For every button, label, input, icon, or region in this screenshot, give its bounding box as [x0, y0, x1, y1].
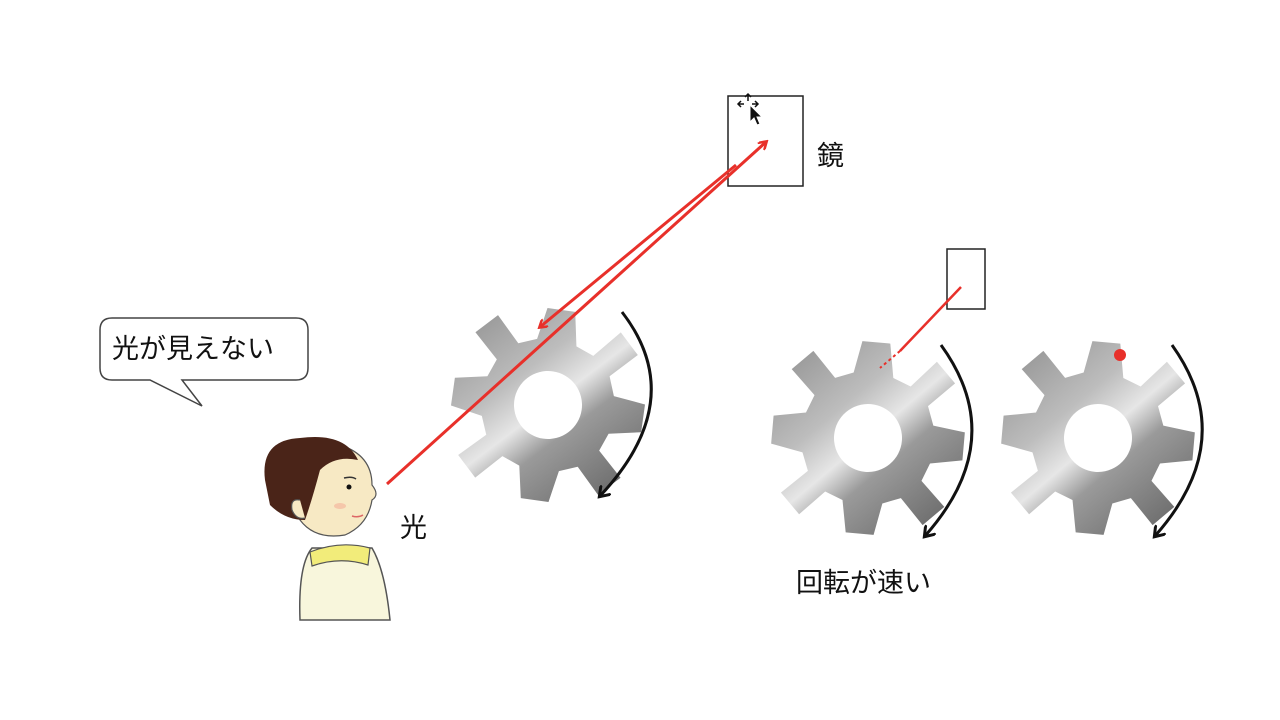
rotation-arrow-icon [1155, 344, 1204, 536]
light-ray-returning [540, 163, 737, 327]
gear-right [993, 333, 1203, 543]
light-label: 光 [400, 513, 427, 544]
speech-bubble [99, 317, 309, 407]
mirror-box[interactable] [727, 95, 804, 187]
gear-middle [763, 333, 973, 543]
fast-rotation-label: 回転が速い [796, 568, 931, 599]
mirror-label: 鏡 [817, 141, 844, 172]
rotation-arrow-icon [925, 344, 974, 536]
person-illustration [264, 436, 391, 621]
rotation-arrow-icon [600, 311, 653, 496]
light-ray-outgoing [385, 142, 766, 486]
gear-left [439, 296, 657, 514]
move-cursor-icon [736, 92, 764, 126]
speech-bubble-text: 光が見えない [112, 334, 274, 365]
light-spot [1114, 349, 1126, 361]
light-ray-blocked [879, 350, 901, 369]
light-ray-right [899, 286, 962, 352]
mirror-box-small [946, 248, 986, 310]
